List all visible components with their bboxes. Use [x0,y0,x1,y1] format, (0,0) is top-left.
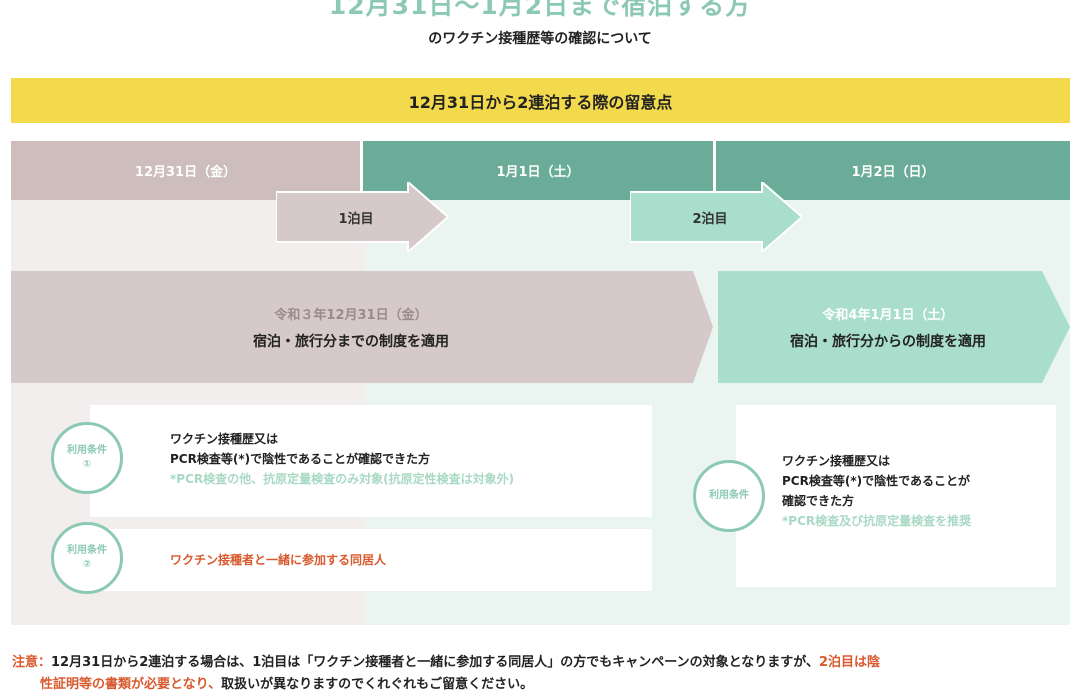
condition-1-badge-label: 利用条件 [67,445,107,456]
period-right: 令和4年1月1日（土） 宿泊・旅行分からの制度を適用 [718,271,1070,383]
footer-line-1: 注意：12月31日から2連泊する場合は、1泊目は「ワクチン接種者と一緒に参加する… [12,652,1072,674]
notice-banner: 12月31日から2連泊する際の留意点 [11,78,1070,123]
condition-2-card: ワクチン接種者と一緒に参加する同居人 [90,529,652,591]
footer-note: 注意：12月31日から2連泊する場合は、1泊目は「ワクチン接種者と一緒に参加する… [12,652,1072,696]
period-left-date: 令和３年12月31日（金） [274,307,428,323]
footer-line-2: 性証明等の書類が必要となり、取扱いが異なりますのでくれぐれもご留意ください。 [12,674,1072,696]
footer-highlight-1: 2泊目は陰 [819,655,881,670]
condition-2-badge-label: 利用条件 [67,545,107,556]
condition-1-note: *PCR検査の他、抗原定量検査のみ対象(抗原定性検査は対象外) [170,472,515,486]
condition-right-line1: ワクチン接種歴又は [782,454,891,468]
day-header-jan2: 1月2日（日） [716,141,1070,200]
condition-1-badge-number: ① [82,459,92,470]
page-title: 12月31日〜1月2日まで宿泊する方 [328,0,752,20]
period-left: 令和３年12月31日（金） 宿泊・旅行分までの制度を適用 [11,271,713,383]
period-right-shape [718,271,1070,383]
period-right-rule: 宿泊・旅行分からの制度を適用 [790,333,986,350]
condition-right-note: *PCR検査及び抗原定量検査を推奨 [782,514,972,528]
condition-right-badge: 利用条件 [693,460,765,532]
period-right-date: 令和4年1月1日（土） [822,307,954,323]
footer-text-2: 取扱いが異なりますのでくれぐれもご留意ください。 [221,677,534,692]
condition-1-card: ワクチン接種歴又は PCR検査等(*)で陰性であることが確認できた方 *PCR検… [90,405,652,517]
condition-right-line3: 確認できた方 [782,494,855,508]
footer-text-1: 12月31日から2連泊する場合は、1泊目は「ワクチン接種者と一緒に参加する同居人… [51,655,819,670]
page-subtitle: のワクチン接種歴等の確認について [428,31,652,47]
condition-2-badge: 利用条件 ② [51,522,123,594]
night-2-label: 2泊目 [692,211,728,227]
condition-right-badge-label: 利用条件 [709,490,749,501]
footer-highlight-2: 性証明等の書類が必要となり、 [40,677,222,692]
condition-2-text: ワクチン接種者と一緒に参加する同居人 [170,553,387,567]
night-2-arrow: 2泊目 [630,182,802,252]
condition-2-badge-number: ② [82,559,92,570]
condition-1-badge: 利用条件 ① [51,422,123,494]
period-left-rule: 宿泊・旅行分までの制度を適用 [253,333,449,350]
condition-right-line2: PCR検査等(*)で陰性であることが [782,474,970,488]
day-header-jan1: 1月1日（土） [363,141,713,200]
condition-1-line1: ワクチン接種歴又は [170,432,279,446]
night-1-label: 1泊目 [338,211,374,227]
condition-right-card: ワクチン接種歴又は PCR検査等(*)で陰性であることが 確認できた方 *PCR… [736,405,1056,587]
night-2-arrow-shape [630,182,802,252]
condition-1-line2: PCR検査等(*)で陰性であることが確認できた方 [170,452,430,466]
day-header-dec31: 12月31日（金） [11,141,360,200]
footer-label: 注意： [12,655,52,670]
night-1-arrow-shape [276,182,448,252]
night-1-arrow: 1泊目 [276,182,448,252]
period-left-shape [11,271,713,383]
